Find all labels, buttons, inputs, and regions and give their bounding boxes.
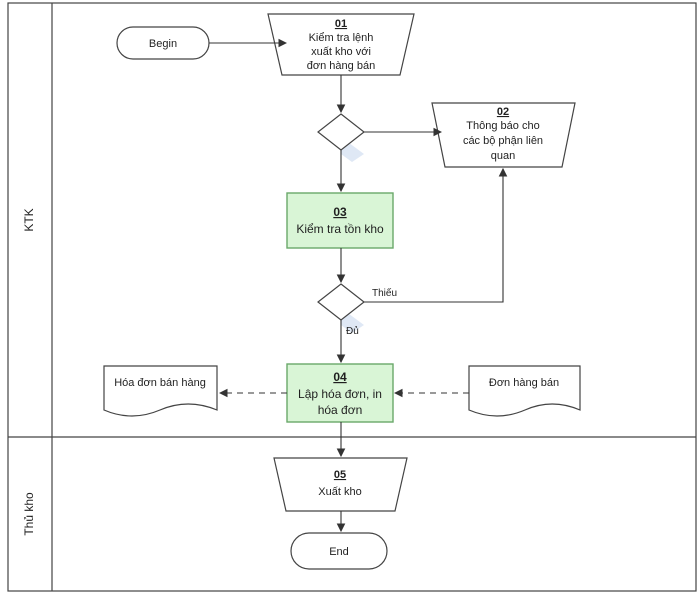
order-document-label: Đơn hàng bán: [489, 377, 559, 389]
step-01-line-2: xuất kho với: [311, 46, 371, 58]
lane-label-ktk: KTK: [22, 208, 36, 231]
step-03-line-1: Kiểm tra tồn kho: [296, 222, 384, 236]
begin-terminator: Begin: [116, 26, 210, 60]
step-03-number: 03: [333, 205, 347, 219]
step-05-manual: 05 Xuất kho: [273, 457, 408, 512]
step-05-line-1: Xuất kho: [318, 486, 361, 498]
edge-shortage-to-02: [364, 167, 508, 303]
step-02-line-2: các bộ phận liên: [463, 135, 543, 147]
step-01-line-3: đơn hàng bán: [307, 60, 375, 72]
step-02-line-1: Thông báo cho: [466, 120, 539, 132]
step-01-manual: 01 Kiểm tra lệnh xuất kho với đơn hàng b…: [267, 13, 415, 76]
edge-label-enough: Đủ: [346, 325, 359, 337]
step-02-line-3: quan: [491, 150, 515, 162]
decision-2: [317, 283, 365, 333]
swimlane-frame: [7, 2, 697, 592]
step-04-process: 04 Lập hóa đơn, in hóa đơn: [286, 363, 394, 423]
step-03-process: 03 Kiểm tra tồn kho: [286, 192, 394, 249]
begin-label: Begin: [149, 38, 177, 50]
connectors: [209, 38, 508, 533]
step-04-line-1: Lập hóa đơn, in: [298, 387, 382, 401]
step-04-line-2: hóa đơn: [318, 403, 363, 417]
edge-label-shortage: Thiếu: [372, 287, 397, 299]
lane-label-thukho: Thủ kho: [22, 492, 36, 536]
order-document: Đơn hàng bán: [468, 365, 581, 417]
end-terminator: End: [290, 532, 388, 570]
step-04-number: 04: [333, 370, 347, 384]
end-label: End: [329, 546, 349, 558]
step-01-number: 01: [335, 18, 347, 30]
step-02-number: 02: [497, 106, 509, 118]
invoice-document: Hóa đơn bán hàng: [103, 365, 218, 417]
invoice-document-label: Hóa đơn bán hàng: [114, 377, 206, 389]
step-05-number: 05: [334, 469, 346, 481]
step-01-line-1: Kiểm tra lệnh: [309, 32, 374, 44]
decision-1: [317, 113, 365, 162]
step-02-manual: 02 Thông báo cho các bộ phận liên quan: [431, 102, 576, 168]
